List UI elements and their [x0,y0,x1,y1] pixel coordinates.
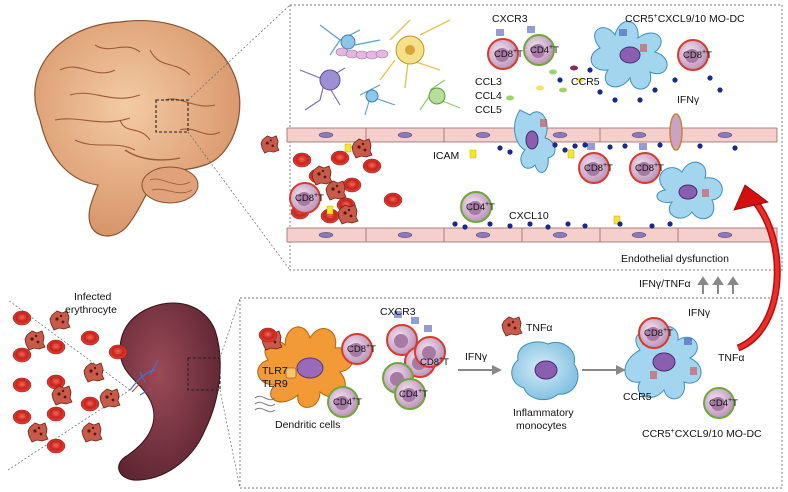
dendritic-cell [254,326,354,413]
cd8-label-modc: CD8+T [644,327,673,339]
cd4-t-cell-spleen [327,386,359,418]
ccl4-label: CCL4 [475,90,502,102]
inflammatory-monocyte [511,341,579,401]
parasite-tnfa [501,316,523,337]
ccl5-label: CCL5 [475,104,502,116]
cd4-label-spleen: CD4+T [333,396,362,408]
cd8-t-cell-spleen [341,333,373,365]
cd8-t-cell-vessel [289,182,321,214]
extravasating-cell [669,113,683,151]
icam-label: ICAM [433,150,459,162]
cd4-label-vessel: CD4+T [466,201,495,213]
cd8-t-cell-top [487,38,519,70]
mo-dc-bottom-title: CCR5+CXCL9/10 MO-DC [642,428,762,440]
ifng-arrow-label: IFNγ [465,351,488,363]
mo-dc-title-top: CCR5+CXCL9/10 MO-DC [625,13,745,25]
ccl3-label: CCL3 [475,76,502,88]
cd4-t-cell-top [523,34,555,66]
mo-dc-top [590,21,668,90]
mo-dc-vessel-right [656,161,723,220]
chemokine-dots [506,65,584,101]
ifng-tnfa-connector-label: IFNγ/TNFα [639,278,691,290]
neurons-and-glia [299,19,461,116]
cd8-label-top: CD8+T [494,48,523,60]
monocyte-to-modc-arrow [582,365,626,375]
infected-erythrocytes-left [12,310,128,454]
icam-markers [326,143,621,225]
cd8-label-right: CD8+T [683,49,712,61]
ifng-label-brain: IFNγ [677,94,700,106]
cd8-t-cell-vessel-3 [629,152,661,184]
cd8-t-cell-modc [638,317,670,349]
tlr9-label: TLR9 [262,378,288,390]
cxcr3-label-brain: CXCR3 [492,13,528,25]
tnfa-right-label: TNFα [718,352,744,364]
cd8-label-cluster: CD8+T [420,356,449,368]
ifng-arrow [458,365,502,375]
cd8-t-cell-vessel-2 [578,152,610,184]
spleen-illustration [118,302,221,481]
tlr7-label: TLR7 [262,365,288,377]
t-cell-cluster [382,310,446,410]
upward-arrows [697,276,739,294]
ccr5-spleen-label: CCR5 [623,391,652,403]
cd8-label-spleen: CD8+T [347,343,376,355]
brain-illustration [34,20,241,237]
infected-erythrocyte-label-2: erythrocyte [65,304,117,316]
tnfa-label: TNFα [526,322,552,334]
zoom-box-brain [155,99,189,133]
mo-dc-vessel-center [514,109,556,174]
cd8-t-cell-right [677,39,709,71]
dendritic-cells-label: Dendritic cells [275,419,340,431]
zoom-box-spleen [187,357,221,391]
cd8-label-vessel-3: CD8+T [635,162,664,174]
cxcr3-label-spleen: CXCR3 [380,306,416,318]
infected-erythrocyte-label-1: Infected [74,291,112,303]
ccr5-label-brain: CCR5 [571,76,600,88]
endothelial-dysfunction-label: Endothelial dysfunction [621,253,729,265]
cd4-t-cell-modc [703,387,735,419]
inflammatory-label-1: Inflammatory [513,407,574,419]
ifng-top-label: IFNγ [688,307,711,319]
cd4-t-cell-vessel [460,191,492,223]
cd4-label-modc: CD4+T [709,397,738,409]
red-curved-arrow [733,184,781,352]
inflammatory-label-2: monocytes [516,420,567,432]
cxcl10-label: CXCL10 [509,210,549,222]
cd8-label-vessel-2: CD8+T [584,162,613,174]
cd8-label-vessel: CD8+T [295,192,324,204]
cd4-label-cluster: CD4+T [399,388,428,400]
cd4-label-top: CD4+T [530,44,559,56]
